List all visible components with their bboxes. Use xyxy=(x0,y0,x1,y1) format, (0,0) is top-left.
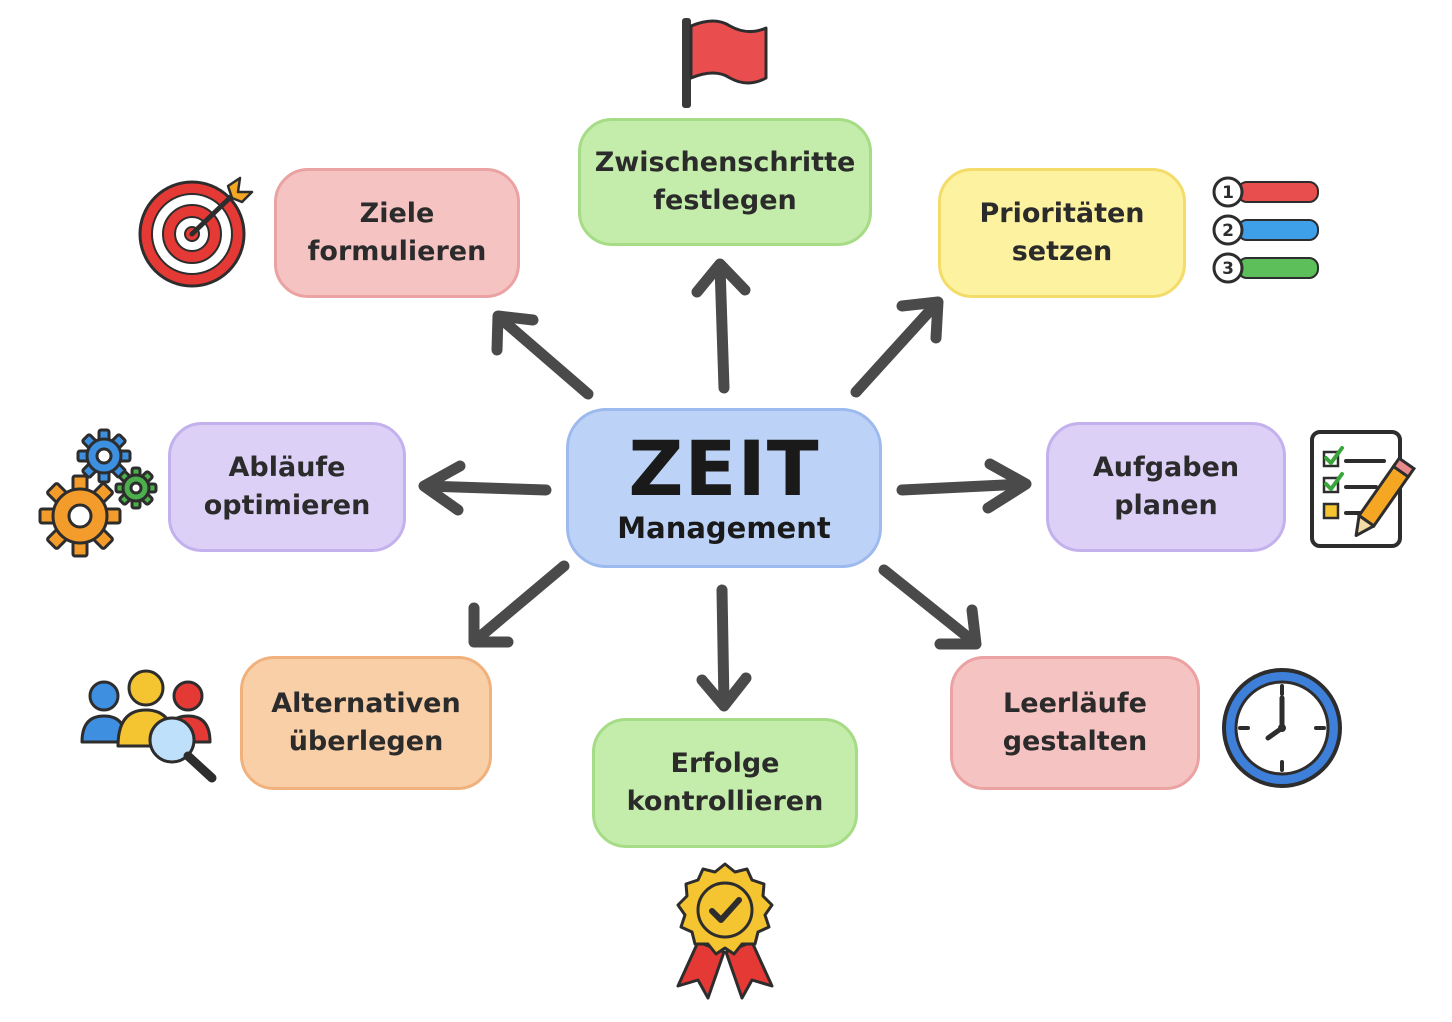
clock-icon xyxy=(1222,668,1342,788)
node-label-line2: optimieren xyxy=(203,490,371,521)
node-label-line2: festlegen xyxy=(653,185,797,216)
node-label-line1: Leerläufe xyxy=(1003,688,1147,719)
node-label-line1: Abläufe xyxy=(228,452,346,483)
node-prioritaeten: Prioritäten setzen xyxy=(938,168,1186,298)
center-subtitle: Management xyxy=(617,511,831,545)
node-aufgaben: Aufgaben planen xyxy=(1046,422,1286,552)
node-label-line1: Prioritäten xyxy=(979,198,1145,229)
node-zwischenschritte: Zwischenschritte festlegen xyxy=(578,118,872,246)
node-label-line1: Ziele xyxy=(359,198,435,229)
node-label-line2: überlegen xyxy=(288,726,444,757)
node-ziele: Ziele formulieren xyxy=(274,168,520,298)
node-label-line2: setzen xyxy=(1011,236,1113,267)
award-badge-icon xyxy=(676,862,774,1000)
priority-badge-3: 3 xyxy=(1222,259,1234,279)
node-erfolge: Erfolge kontrollieren xyxy=(592,718,858,848)
target-icon xyxy=(138,176,254,288)
node-alternativen: Alternativen überlegen xyxy=(240,656,492,790)
priority-badge-2: 2 xyxy=(1222,221,1234,241)
node-ablaeufe: Abläufe optimieren xyxy=(168,422,406,552)
arrow-up-right xyxy=(850,296,944,398)
node-leerlaeufe: Leerläufe gestalten xyxy=(950,656,1200,790)
flag-icon xyxy=(682,18,768,108)
arrow-down-left xyxy=(468,560,570,648)
arrow-right xyxy=(896,458,1032,514)
arrow-down xyxy=(696,584,752,712)
priority-list-icon: 1 2 3 xyxy=(1212,176,1319,284)
people-search-icon xyxy=(80,669,217,783)
node-label-line1: Zwischenschritte xyxy=(594,147,856,178)
node-label-line2: gestalten xyxy=(1002,726,1148,757)
arrow-down-right xyxy=(878,564,982,650)
center-title: ZEIT xyxy=(628,424,820,513)
node-label-line2: formulieren xyxy=(307,236,487,267)
node-label-line1: Erfolge xyxy=(670,748,780,779)
arrow-up-left xyxy=(491,310,594,400)
center-node: ZEIT Management xyxy=(566,408,882,568)
arrow-up xyxy=(691,258,751,394)
node-label-line2: planen xyxy=(1114,490,1218,521)
node-label-line2: kontrollieren xyxy=(626,786,824,817)
node-label-line1: Alternativen xyxy=(271,688,461,719)
node-label-line1: Aufgaben xyxy=(1092,452,1240,483)
priority-badge-1: 1 xyxy=(1222,183,1234,203)
gears-icon xyxy=(38,428,158,558)
checklist-icon xyxy=(1310,430,1417,548)
arrow-left xyxy=(418,460,552,516)
